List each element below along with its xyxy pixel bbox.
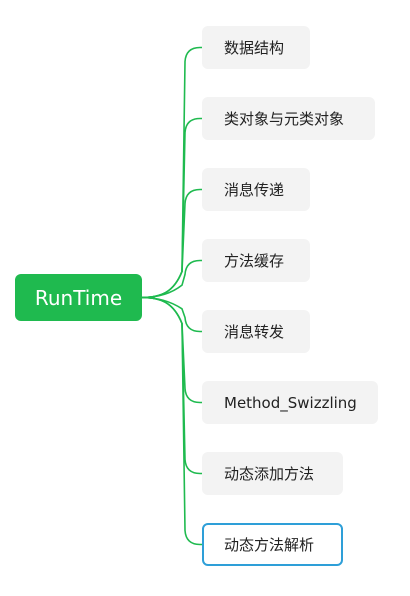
child-node-message-forwarding[interactable]: 消息转发 [202,310,310,353]
child-node-label: Method_Swizzling [224,393,357,412]
root-node[interactable]: RunTime [15,274,142,321]
child-node-label: 动态添加方法 [224,465,315,483]
child-node-method-cache[interactable]: 方法缓存 [202,239,310,282]
branch-connector-3 [141,259,202,299]
child-node-data-structure[interactable]: 数据结构 [202,26,310,69]
child-node-message-passing[interactable]: 消息传递 [202,168,310,211]
child-node-dynamic-method-resolution[interactable]: 动态方法解析 [202,523,343,566]
child-node-class-and-metaclass[interactable]: 类对象与元类对象 [202,97,375,140]
child-node-label: 方法缓存 [224,252,285,270]
branch-connector-4 [141,296,202,333]
branch-connector-2 [141,188,202,299]
child-node-method-swizzling[interactable]: Method_Swizzling [202,381,378,424]
child-node-dynamic-add-method[interactable]: 动态添加方法 [202,452,343,495]
branch-connector-5 [141,296,202,404]
branch-connector-7 [141,296,202,546]
root-node-label: RunTime [34,285,123,310]
branch-connector-1 [141,117,202,299]
child-node-label: 类对象与元类对象 [224,110,345,128]
branch-connector-6 [141,296,202,475]
branch-connector-0 [141,46,202,299]
child-node-label: 动态方法解析 [224,536,315,554]
child-node-label: 消息转发 [224,323,285,341]
child-node-label: 数据结构 [224,39,285,57]
child-node-label: 消息传递 [224,181,285,199]
